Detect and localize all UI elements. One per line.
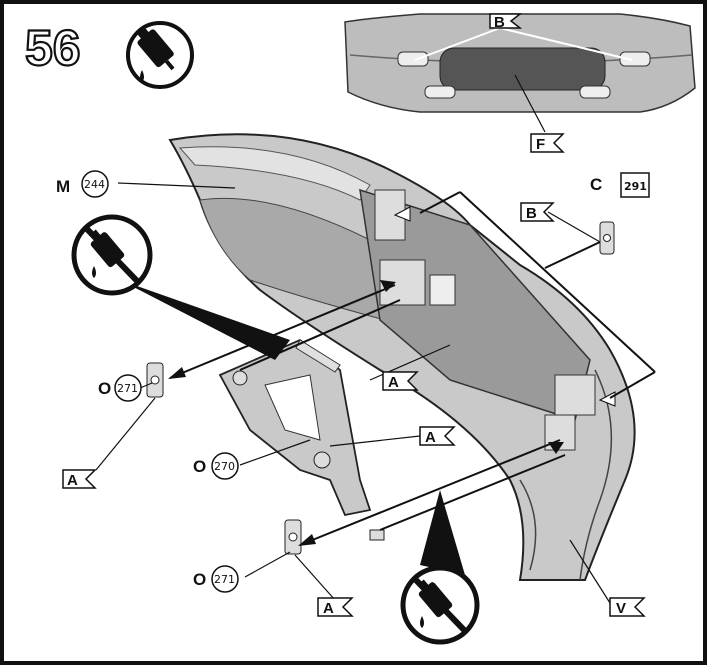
clip-271-upper: [146, 362, 164, 398]
svg-text:291: 291: [624, 180, 647, 193]
assembly-arrows: [169, 191, 656, 546]
svg-text:271: 271: [214, 573, 235, 586]
clip-291: [599, 221, 615, 255]
arrow-head: [298, 534, 316, 546]
svg-text:244: 244: [84, 178, 105, 191]
flag-label-a-bottom: A: [317, 597, 354, 617]
arrow-head: [168, 367, 186, 379]
svg-text:A: A: [388, 374, 399, 391]
part-letter-o: O: [193, 570, 206, 589]
flag-label-v: V: [609, 597, 646, 617]
no-adhesive-icon: [400, 490, 480, 645]
svg-text:A: A: [67, 472, 78, 489]
part-number-291: 291: [620, 172, 650, 198]
bracket-part: [218, 338, 385, 541]
adhesive-tube-icon: [126, 21, 194, 89]
svg-text:B: B: [494, 14, 505, 31]
arrow-head: [380, 280, 396, 292]
flag-label-a-left: A: [62, 469, 97, 489]
part-letter-o: O: [98, 379, 111, 398]
part-letter-m: M: [56, 177, 70, 196]
svg-text:B: B: [526, 205, 537, 222]
arrow-head: [548, 442, 564, 454]
svg-text:A: A: [323, 600, 334, 617]
svg-text:271: 271: [117, 382, 138, 395]
part-number-270: 270: [211, 452, 239, 480]
part-number-271: 271: [211, 565, 239, 593]
no-adhesive-icon: [71, 214, 290, 360]
svg-text:270: 270: [214, 460, 235, 473]
flag-label-a-mid: A: [419, 426, 456, 446]
part-letter-o: O: [193, 457, 206, 476]
svg-text:A: A: [425, 429, 436, 446]
part-letter-c: C: [590, 175, 602, 194]
part-number-244: 244: [81, 170, 109, 198]
svg-text:F: F: [536, 136, 545, 153]
flag-label-a-center: A: [382, 371, 419, 391]
rear-bumper: [168, 133, 636, 581]
part-number-271: 271: [114, 374, 142, 402]
clip-271-lower: [284, 519, 302, 555]
flag-label-f: F: [530, 133, 565, 153]
svg-text:V: V: [616, 600, 626, 617]
bumper-front-view: [344, 13, 696, 133]
flag-label-b-top: B: [489, 13, 523, 31]
step-number: 56: [25, 20, 81, 76]
flag-label-b-right: B: [520, 202, 555, 222]
